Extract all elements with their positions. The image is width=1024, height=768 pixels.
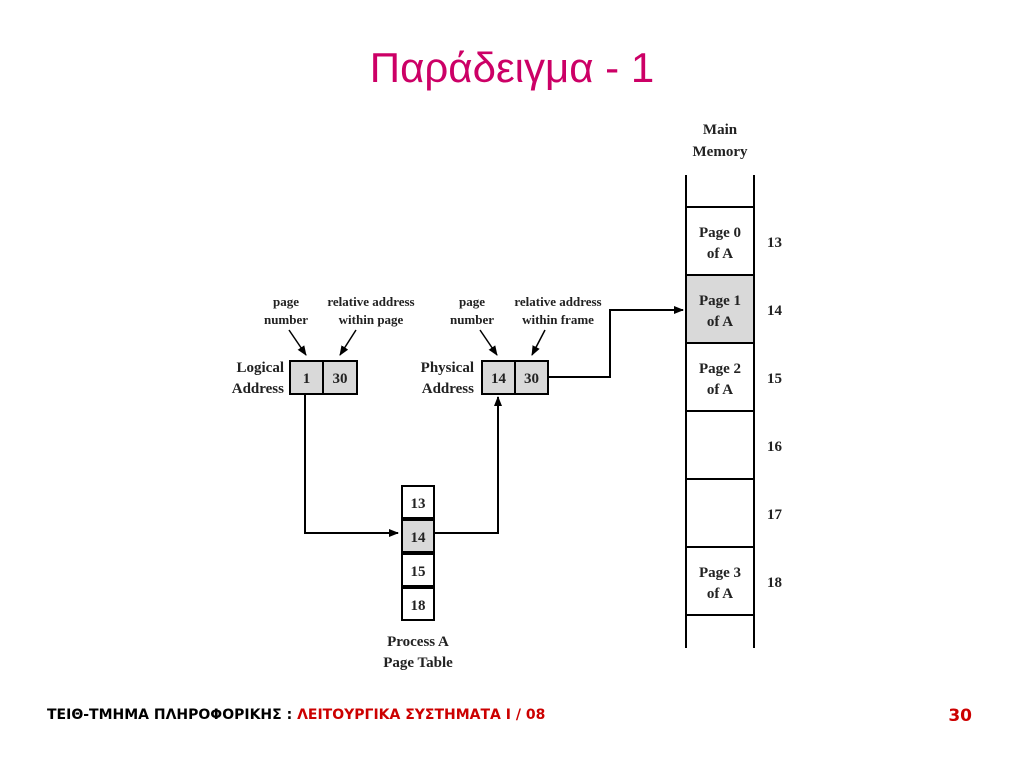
physical-frame-field: [481, 360, 516, 395]
frame-number: 15: [767, 371, 782, 387]
memory-frame-label: of A: [707, 246, 733, 262]
frame-number: 16: [767, 439, 783, 455]
footer-course: ΛΕΙΤΟΥΡΓΙΚΑ ΣΥΣΤΗΜΑΤΑ Ι / 08: [297, 707, 546, 723]
page-table-entry: [401, 553, 435, 587]
page-table-label-line2: Page Table: [383, 655, 453, 671]
frame-number: 17: [767, 507, 783, 523]
footer: ΤΕΙΘ-ΤΜΗΜΑ ΠΛΗΡΟΦΟΡΙΚΗΣ : ΛΕΙΤΟΥΡΓΙΚΑ ΣΥ…: [47, 707, 545, 723]
physical-address-label-line2: Address: [422, 381, 474, 397]
page-table-entry-value: 14: [411, 530, 427, 546]
memory-frame: [685, 342, 755, 412]
physical-offset-caption-line2: within frame: [522, 312, 594, 327]
memory-frame: [685, 274, 755, 344]
logical-offset-value: 30: [333, 371, 348, 387]
logical-page-caption-line2: number: [264, 312, 308, 327]
frame-number: 18: [767, 575, 782, 591]
physical-address-label-line1: Physical: [421, 360, 474, 376]
memory-frame-label: Page 1: [699, 293, 741, 309]
memory-frame: [685, 410, 755, 480]
page-table-to-physical-arrow: [434, 396, 502, 534]
slide-title: Παράδειγμα - 1: [369, 44, 655, 91]
memory-frame-label: of A: [707, 382, 733, 398]
memory-frame: [685, 206, 755, 276]
physical-offset-value: 30: [524, 371, 539, 387]
page-table-entry-value: 15: [411, 564, 426, 580]
memory-frame-label: Page 3: [699, 565, 741, 581]
main-memory-label-line2: Memory: [693, 144, 748, 160]
logical-offset-pointer: [339, 329, 357, 356]
frame-number: 13: [767, 235, 782, 251]
logical-offset-caption-line2: within page: [339, 312, 404, 327]
page-table-entry: [401, 587, 435, 621]
memory-frame: [685, 478, 755, 548]
slide-number: 30: [948, 706, 972, 726]
page-table-label-line1: Process A: [387, 634, 449, 650]
memory-frame-label: of A: [707, 314, 733, 330]
page-table-entry-value: 18: [411, 598, 426, 614]
physical-frame-value: 14: [491, 371, 507, 387]
logical-page-caption-line1: page: [273, 294, 299, 309]
logical-address-label-line2: Address: [232, 381, 284, 397]
frame-number: 14: [767, 303, 783, 319]
page-table: 13 14 15 18: [401, 485, 435, 621]
logical-to-page-table-arrow: [304, 394, 399, 537]
logical-address-label-line1: Logical: [237, 360, 285, 376]
page-table-entry: [401, 485, 435, 519]
logical-page-value: 1: [303, 371, 311, 387]
page-table-entry: [401, 519, 435, 553]
logical-offset-field: [322, 360, 358, 395]
main-memory-label-line1: Main: [703, 122, 738, 138]
physical-to-memory-arrow: [548, 306, 684, 378]
memory-frame-label: Page 0: [699, 225, 741, 241]
physical-page-caption-line1: page: [459, 294, 485, 309]
footer-institution: ΤΕΙΘ-ΤΜΗΜΑ ΠΛΗΡΟΦΟΡΙΚΗΣ :: [47, 707, 298, 723]
logical-offset-caption-line1: relative address: [327, 294, 414, 309]
physical-page-pointer: [479, 329, 498, 356]
page-table-entry-value: 13: [411, 496, 426, 512]
physical-offset-pointer: [531, 329, 546, 356]
memory-frame-label: of A: [707, 586, 733, 602]
memory-frame-label: Page 2: [699, 361, 741, 377]
physical-page-caption-line2: number: [450, 312, 494, 327]
physical-offset-caption-line1: relative address: [514, 294, 601, 309]
logical-page-pointer: [288, 329, 307, 356]
memory-frame: [685, 546, 755, 616]
